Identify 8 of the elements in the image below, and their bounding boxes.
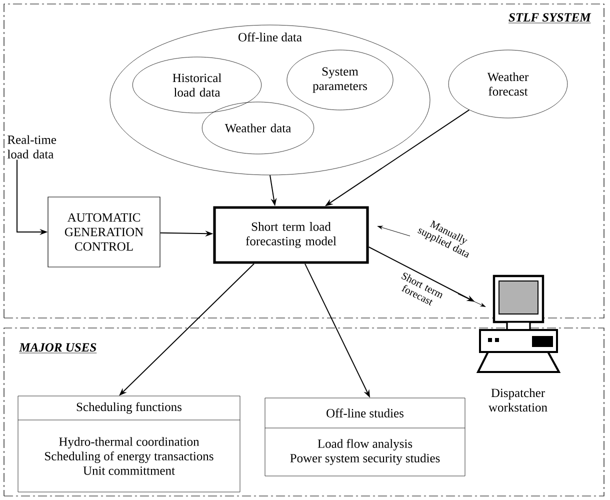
use-box: Scheduling functions Hydro-thermal coordination Scheduling of energy transactions Unit committment [18, 396, 240, 492]
region-title: STLF SYSTEM [508, 13, 592, 24]
input-label: Real-time load data [7, 135, 56, 158]
process-box: Short term load forecasting model [213, 206, 369, 264]
use-box: Off-line studies Load flow analysis Power system security studies [264, 398, 466, 476]
process-box: AUTOMATIC GENERATION CONTROL [48, 196, 160, 268]
node-label: Dispatcher workstation [488, 388, 548, 412]
region-title: MAJOR USES [19, 343, 97, 354]
